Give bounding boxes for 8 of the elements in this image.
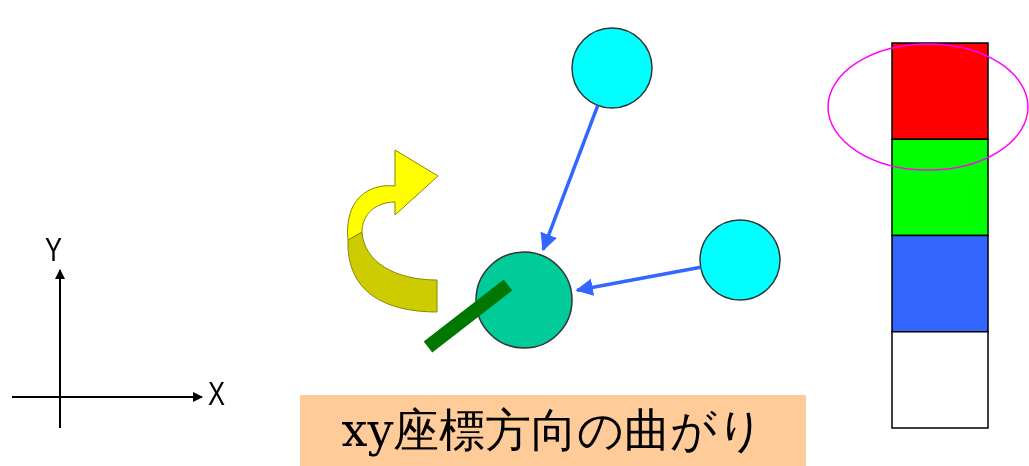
circle bbox=[571, 27, 653, 109]
caption-box: xy座標方向の曲がり bbox=[300, 395, 806, 466]
arrow bbox=[540, 104, 600, 252]
axis-label: Y bbox=[45, 232, 62, 266]
circle bbox=[475, 251, 573, 349]
arrow bbox=[575, 265, 701, 296]
circle bbox=[699, 219, 781, 301]
axis-label: X bbox=[208, 376, 225, 410]
